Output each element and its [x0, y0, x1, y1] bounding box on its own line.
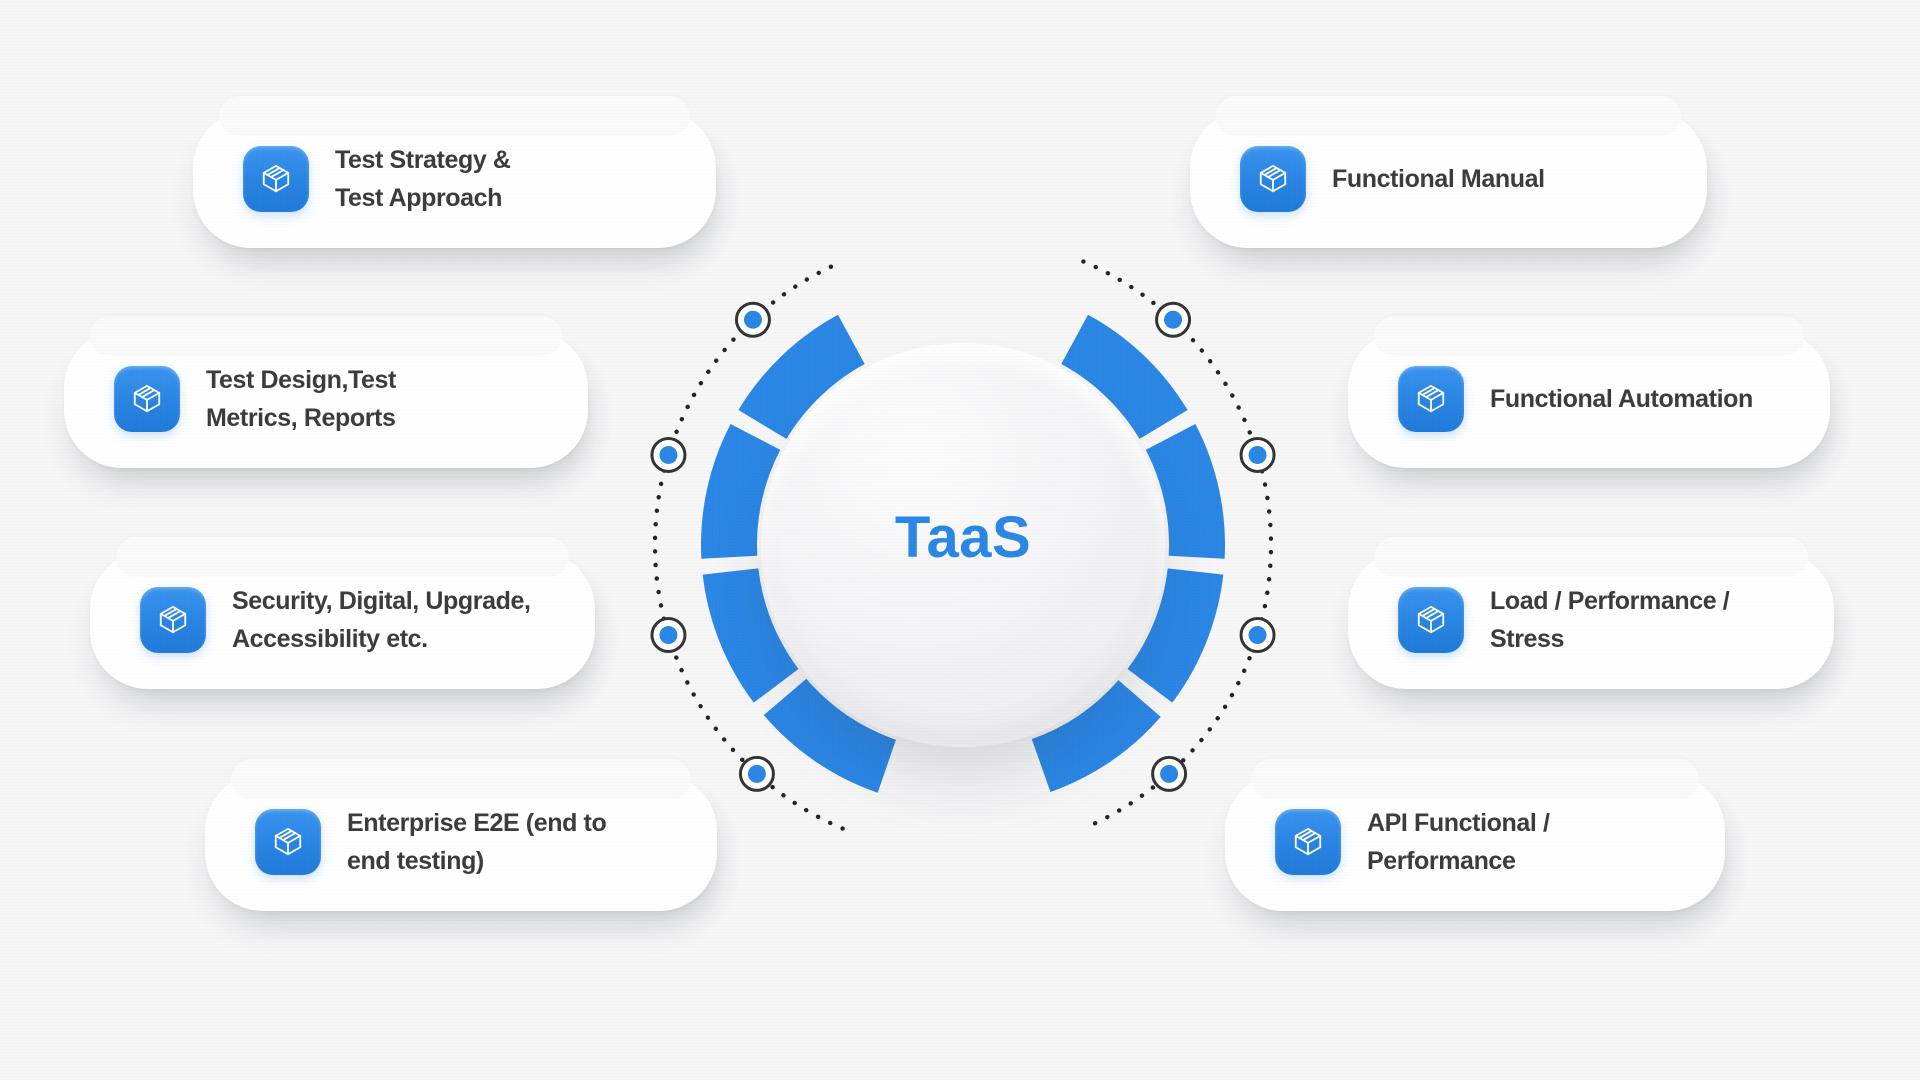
package-icon: [255, 809, 321, 875]
package-icon: [114, 366, 180, 432]
card-test-strategy: Test Strategy & Test Approach: [193, 96, 716, 248]
card-line: API Functional /: [1367, 809, 1550, 837]
card-text: Test Design,Test Metrics, Reports: [206, 361, 396, 437]
card-line: Test Approach: [335, 184, 503, 212]
card-text: Security, Digital, Upgrade, Accessibilit…: [232, 582, 531, 658]
package-icon: [1398, 587, 1464, 653]
card-text: Functional Manual: [1332, 160, 1545, 198]
card-line: Test Strategy &: [335, 146, 511, 174]
card-line: Performance: [1367, 847, 1516, 875]
card-enterprise-e2e: Enterprise E2E (end to end testing): [205, 759, 717, 911]
card-line: Enterprise E2E (end to: [347, 809, 607, 837]
package-icon: [140, 587, 206, 653]
card-line: Metrics, Reports: [206, 404, 396, 432]
card-line: Security, Digital, Upgrade,: [232, 587, 531, 615]
taas-label: TaaS: [894, 504, 1032, 570]
package-icon: [1275, 809, 1341, 875]
card-load-performance: Load / Performance / Stress: [1348, 537, 1834, 689]
package-icon: [243, 146, 309, 212]
card-security-digital: Security, Digital, Upgrade, Accessibilit…: [90, 537, 595, 689]
card-line: Load / Performance /: [1490, 587, 1730, 615]
card-functional-automation: Functional Automation: [1348, 316, 1830, 468]
card-line: end testing): [347, 847, 484, 875]
package-icon: [1398, 366, 1464, 432]
card-line: Functional Manual: [1332, 165, 1545, 193]
card-text: Test Strategy & Test Approach: [335, 141, 511, 217]
taas-center-circle: [761, 343, 1165, 747]
card-text: Functional Automation: [1490, 380, 1753, 418]
card-line: Accessibility etc.: [232, 625, 428, 653]
card-text: API Functional / Performance: [1367, 804, 1550, 880]
card-functional-manual: Functional Manual: [1190, 96, 1707, 248]
card-text: Enterprise E2E (end to end testing): [347, 804, 607, 880]
card-test-design: Test Design,Test Metrics, Reports: [64, 316, 588, 468]
card-api-functional: API Functional / Performance: [1225, 759, 1725, 911]
card-line: Test Design,Test: [206, 366, 396, 394]
card-line: Stress: [1490, 625, 1565, 653]
card-line: Functional Automation: [1490, 385, 1753, 413]
card-text: Load / Performance / Stress: [1490, 582, 1730, 658]
package-icon: [1240, 146, 1306, 212]
